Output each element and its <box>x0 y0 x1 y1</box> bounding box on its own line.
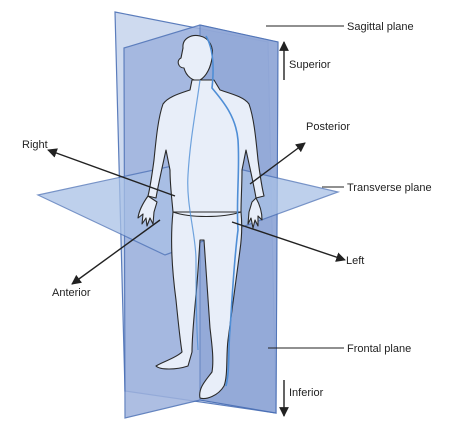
anterior-label: Anterior <box>52 287 91 299</box>
inferior-label: Inferior <box>289 387 324 399</box>
right-label: Right <box>22 139 48 151</box>
left-label: Left <box>346 255 364 267</box>
right-arrow <box>47 148 176 197</box>
left-arrow <box>231 221 346 262</box>
human-figure <box>137 34 265 400</box>
sagittal-plane-label: Sagittal plane <box>347 21 414 33</box>
midline <box>205 35 240 387</box>
anterior-arrow <box>71 219 161 285</box>
transverse-plane-label: Transverse plane <box>347 182 432 194</box>
posterior-arrow <box>249 142 306 185</box>
figure-left-hand <box>247 197 263 229</box>
figure-waist <box>172 211 242 217</box>
superior-label: Superior <box>289 59 331 71</box>
frontal-plane-label: Frontal plane <box>347 343 411 355</box>
posterior-label: Posterior <box>306 121 350 133</box>
figure-head <box>177 34 214 81</box>
figure-legs <box>155 211 243 400</box>
figure-right-hand <box>137 195 158 227</box>
midline-front <box>187 79 201 351</box>
